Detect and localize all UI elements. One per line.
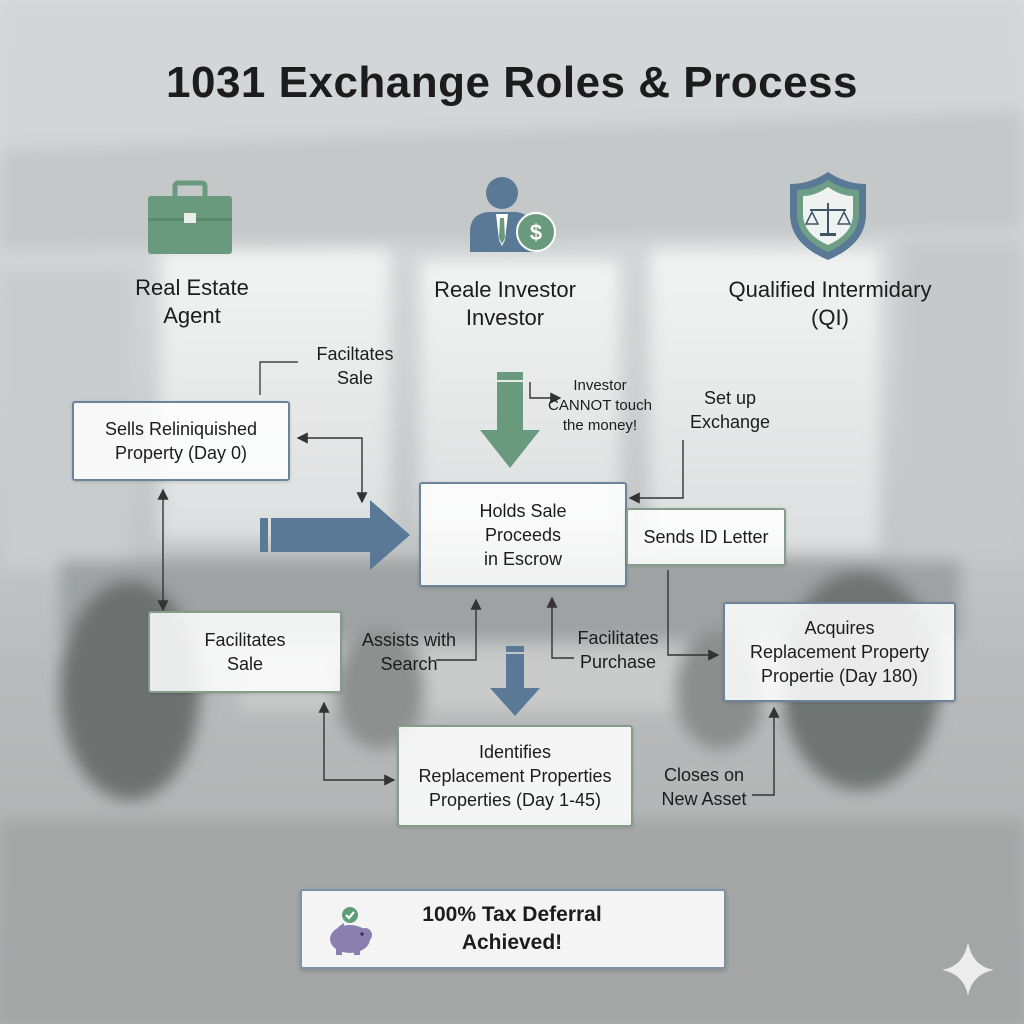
label-line: Assists with [361,630,457,650]
role-line: Qualified Intermidary [728,277,932,302]
box-line: Holds Sale [479,500,567,521]
label-line: Closes on [663,765,745,785]
blue-down-arrow [490,646,540,716]
holds-escrow-box: Holds Sale Proceeds in Escrow [419,482,627,587]
box-line: Replacement Properties [418,766,612,786]
label-line: New Asset [661,789,747,809]
label-line: Set up [703,388,757,408]
box-line: Replacement Property [749,642,930,662]
label-investor-cannot-touch: Investor CANNOT touch the money! [540,376,660,436]
label-closes-new-asset: Closes on New Asset [654,763,754,811]
tax-deferral-text: 100% Tax Deferral Achieved! [412,901,612,957]
connector-set-up-exchange [628,440,684,504]
briefcase-icon [148,180,232,254]
label-line: Faciltates [316,344,394,364]
role-qualified-intermediary: Qualified Intermidary (QI) [690,276,970,332]
acquires-replacement-box: Acquires Replacement Property Propertie … [723,602,956,702]
label-line: Investor [573,377,627,394]
svg-text:$: $ [530,220,542,245]
piggy-bank-check-icon [330,907,372,955]
facilitates-sale-box: Facilitates Sale [148,611,342,693]
box-line: in Escrow [483,548,563,569]
investor-dollar-icon: $ [470,177,556,252]
role-line: (QI) [811,305,849,330]
label-line: CANNOT touch [548,397,652,414]
box-line: Properties (Day 1-45) [428,790,602,810]
label-facilitates-purchase: Facilitates Purchase [568,626,668,674]
label-line: Search [380,654,438,674]
box-line: Identifies [478,742,552,762]
sells-relinquished-box: Sells Reliniquished Property (Day 0) [72,401,290,481]
connector-assists-search [436,598,482,661]
connector-faciltates-sale [259,361,298,395]
green-down-arrow [480,372,540,468]
box-line: Property (Day 0) [114,443,248,463]
label-line: Sale [336,368,374,388]
identifies-replacement-box: Identifies Replacement Properties Proper… [397,725,633,827]
label-faciltates-sale: Faciltates Sale [300,342,410,390]
label-line: the money! [562,417,638,434]
shield-scales-icon [790,172,866,260]
label-assists-search: Assists with Search [350,628,468,676]
page-title: 1031 Exchange Roles & Process [166,58,858,107]
connector-investor-note [529,382,562,404]
deferral-line: Achieved! [461,931,563,954]
label-line: Facilitates [577,628,659,648]
connector-holds-acquires [667,570,720,661]
role-line: Investor [465,305,545,330]
role-line: Reale Investor [434,277,576,302]
role-line: Agent [163,303,221,328]
box-line: Sends ID Letter [643,527,769,547]
deferral-line: 100% Tax Deferral [422,903,602,926]
role-line: Real Estate [135,275,249,300]
role-real-estate-agent: Real Estate Agent [92,274,292,330]
box-line: Proceeds [484,524,562,545]
connector-facilitates-purchase [546,596,574,659]
label-line: Purchase [579,652,657,672]
box-line: Acquires [804,618,875,638]
label-line: Exchange [689,412,771,432]
box-line: Sale [226,654,264,674]
box-line: Facilitates [204,630,286,650]
connector-facilitates-identifies [318,701,396,786]
box-line: Propertie (Day 180) [760,666,919,686]
label-set-up-exchange: Set up Exchange [680,386,780,434]
box-line: Sells Reliniquished [104,419,258,439]
tax-deferral-banner: 100% Tax Deferral Achieved! [300,889,726,969]
role-investor: Reale Investor Investor [385,276,625,332]
connector-sells-to-holds [296,432,368,504]
sends-id-letter-box: Sends ID Letter [626,508,786,566]
sparkle-icon [942,942,994,996]
connector-identifies-acquires [752,706,780,796]
blue-right-arrow [260,500,410,570]
